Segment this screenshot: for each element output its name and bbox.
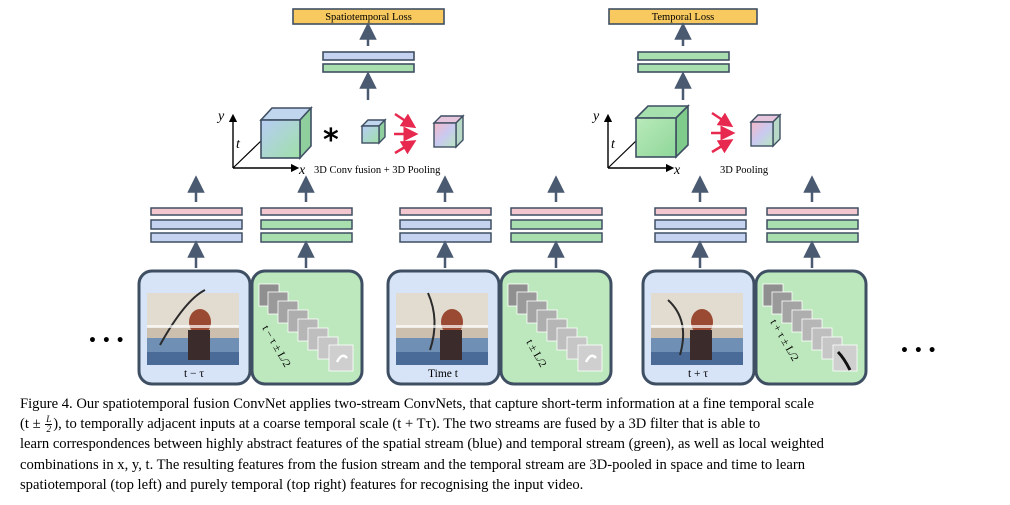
frame-label-right: t + τ: [688, 368, 708, 380]
spatiotemporal-loss-box: Spatiotemporal Loss: [292, 8, 445, 25]
spatial-stream-layers-right: [654, 207, 747, 243]
rgb-image-right: [651, 293, 743, 365]
input-up-arrows: [187, 240, 821, 268]
axis-x-label: x: [298, 163, 306, 178]
spatial-stream-layers-left: [150, 207, 243, 243]
spatiotemporal-loss-label: Spatiotemporal Loss: [325, 12, 412, 23]
frame-label-left: t − τ: [184, 368, 204, 380]
fusion-red-arrows: [394, 112, 419, 155]
fraction-denominator: 2: [46, 424, 51, 435]
axis-t-label: t: [236, 137, 241, 152]
axis-x-label-right: x: [673, 163, 681, 178]
rgb-image-center: [396, 292, 488, 365]
rgb-frame-center: Time t: [386, 269, 501, 386]
pooled-fusion-cube: [432, 114, 465, 149]
fusion-feature-cube: [259, 105, 313, 161]
flow-stack-right: [762, 283, 858, 372]
figure-caption: Figure 4. Our spatiotemporal fusion Conv…: [20, 394, 998, 495]
conv-fusion-label: 3D Conv fusion + 3D Pooling: [314, 165, 441, 176]
axes-left: y t x: [216, 109, 306, 178]
flow-frame-center: t ± L/2: [499, 269, 613, 386]
frame-label-center: Time t: [428, 368, 459, 380]
flow-frame-left: t − τ ± L/2: [250, 269, 364, 386]
temporal-feature-cube: [634, 104, 690, 159]
caption-line-2-rest: ), to temporally adjacent inputs at a co…: [53, 416, 761, 433]
temporal-stream-layers-center: [510, 207, 603, 243]
rgb-image-left: [147, 289, 239, 365]
flow-stack-center: [507, 283, 603, 372]
temporal-stream-layers-right: [766, 207, 859, 243]
pooling-red-arrows: [711, 111, 736, 154]
fraction-numerator: L: [45, 414, 53, 426]
rgb-frame-right: t + τ: [641, 269, 756, 386]
caption-line-5: spatiotemporal (top left) and purely tem…: [20, 476, 584, 493]
axis-t-label-right: t: [611, 137, 616, 152]
rgb-frame-left: t − τ: [137, 269, 252, 386]
caption-line-4: combinations in x, y, t. The resulting f…: [20, 456, 805, 473]
pooling-label: 3D Pooling: [720, 165, 769, 176]
fusion-fc-layers: [322, 51, 415, 73]
flow-frame-right: t + τ ± L/2: [754, 269, 868, 386]
3d-filter-cube: [360, 118, 387, 145]
axis-y-label: y: [216, 109, 225, 124]
temporal-stream-layers-left: [260, 207, 353, 243]
stream-up-arrows: [187, 175, 821, 202]
ellipsis-left: • • •: [88, 333, 125, 349]
caption-line-3: learn correspondences between highly abs…: [20, 436, 824, 453]
pooled-temporal-cube: [749, 113, 782, 148]
spatial-stream-layers-center: [399, 207, 492, 243]
temporal-fc-layers: [637, 51, 730, 73]
axis-y-label-right: y: [591, 109, 600, 124]
caption-line-2-prefix: (t ±: [20, 416, 45, 433]
temporal-loss-label: Temporal Loss: [652, 12, 715, 23]
flow-stack-left: [258, 283, 354, 372]
convolution-operator: *: [323, 123, 339, 158]
ellipsis-right: • • •: [900, 343, 937, 359]
axes-right: y t x: [591, 109, 681, 178]
temporal-loss-box: Temporal Loss: [608, 8, 758, 25]
caption-line-1: Figure 4. Our spatiotemporal fusion Conv…: [20, 396, 814, 412]
